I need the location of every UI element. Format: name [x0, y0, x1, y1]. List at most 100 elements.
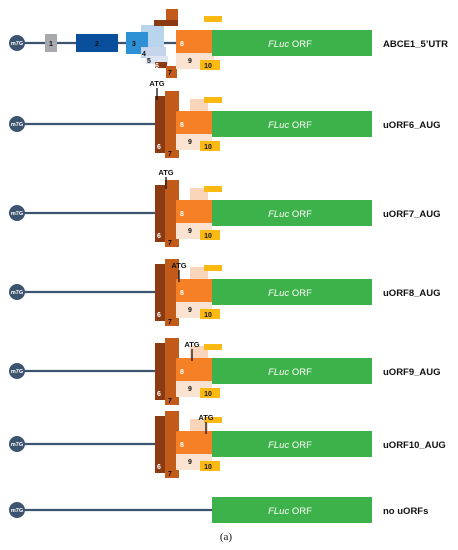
uorf-8-light [190, 346, 208, 358]
construct-name: uORF7_AUG [383, 209, 441, 220]
atg-label: ATG [158, 168, 173, 177]
m7g-cap-label: m7G [11, 290, 23, 296]
uorf-8-box [176, 111, 214, 134]
uorf-7-box [165, 259, 179, 326]
uorf-10-top [204, 97, 222, 103]
uorf-7-top [166, 9, 178, 20]
fluc-orf-italic: FLuc [268, 506, 289, 517]
uorf-8-label: 8 [180, 290, 184, 297]
m7g-cap-label: m7G [11, 211, 23, 217]
uorf-4-label: 4 [142, 51, 146, 58]
uorf-5-label: 5 [147, 58, 151, 65]
uorf-8-box [176, 431, 214, 454]
uorf-10-box [200, 388, 220, 398]
fluc-orf-label: FLuc ORF [268, 288, 312, 299]
m7g-cap-label: m7G [11, 442, 23, 448]
m7g-cap-label: m7G [11, 369, 23, 375]
uorf-8-label: 8 [180, 122, 184, 129]
uorf-5-box [146, 56, 168, 64]
atg-label: ATG [184, 340, 199, 349]
fluc-orf-italic: FLuc [268, 120, 289, 131]
uorf-2-box [76, 34, 118, 52]
uorf-7-box [165, 411, 179, 478]
uorf-6-label: 6 [157, 391, 161, 398]
fluc-orf-label: FLuc ORF [268, 506, 312, 517]
fluc-orf-label: FLuc ORF [268, 440, 312, 451]
m7g-cap-circle [9, 502, 25, 518]
fluc-orf-label: FLuc ORF [268, 39, 312, 50]
fluc-orf-label: FLuc ORF [268, 209, 312, 220]
m7g-cap-circle [9, 436, 25, 452]
uorf-10-top [204, 16, 222, 22]
uorf-8-label: 8 [180, 442, 184, 449]
uorf-1-box [45, 34, 57, 52]
m7g-cap-circle [9, 284, 25, 300]
uorf-9-label: 9 [188, 58, 192, 65]
uorf-9-label: 9 [188, 386, 192, 393]
uorf-10-box [200, 60, 220, 70]
uorf-7-label: 7 [168, 151, 172, 158]
uorf-6-tail [155, 62, 167, 68]
uorf-10-box [200, 461, 220, 471]
fluc-orf-italic: FLuc [268, 440, 289, 451]
fluc-orf-italic: FLuc [268, 39, 289, 50]
uorf-7-label: 7 [168, 398, 172, 405]
uorf-10-box [200, 141, 220, 151]
uorf-10-top [204, 344, 222, 350]
m7g-cap-label: m7G [11, 122, 23, 128]
fluc-orf-suffix: ORF [289, 209, 312, 220]
uorf-10-top [204, 417, 222, 423]
uorf-8-light [190, 419, 208, 431]
uorf-10-label: 10 [204, 63, 212, 70]
fluc-orf-suffix: ORF [289, 506, 312, 517]
fluc-orf-italic: FLuc [268, 288, 289, 299]
uorf-6-label: 6 [157, 312, 161, 319]
fluc-orf-label: FLuc ORF [268, 367, 312, 378]
m7g-cap-circle [9, 363, 25, 379]
uorf-8-box [176, 358, 214, 381]
uorf-8-label: 8 [180, 369, 184, 376]
uorf-8-label: 8 [180, 41, 184, 48]
m7g-cap-label: m7G [11, 508, 23, 514]
fluc-orf-suffix: ORF [289, 440, 312, 451]
uorf-9-label: 9 [188, 459, 192, 466]
uorf-3-label: 3 [132, 41, 136, 48]
construct-name: uORF9_AUG [383, 367, 441, 378]
uorf-7-box [166, 66, 177, 78]
atg-label: ATG [149, 79, 164, 88]
fluc-orf-label: FLuc ORF [268, 120, 312, 131]
uorf-10-top [204, 265, 222, 271]
uorf-10-top [204, 186, 222, 192]
construct-name: ABCE1_5’UTR [383, 39, 448, 50]
atg-label: ATG [198, 413, 213, 422]
uorf-8-box [176, 200, 214, 223]
uorf-7-box [165, 338, 179, 405]
uorf-1-label: 1 [49, 41, 53, 48]
atg-label: ATG [171, 261, 186, 270]
uorf-10-label: 10 [204, 391, 212, 398]
uorf-10-box [200, 309, 220, 319]
fluc-orf-suffix: ORF [289, 367, 312, 378]
construct-name: uORF6_AUG [383, 120, 441, 131]
uorf-8-light [190, 188, 208, 200]
fluc-orf-suffix: ORF [289, 39, 312, 50]
construct-name: uORF10_AUG [383, 440, 446, 451]
uorf-9-label: 9 [188, 139, 192, 146]
construct-row: 67 8 9 10 FLuc ORF m7G ATG uORF9_AUG [9, 338, 441, 405]
uorf-6-box [154, 20, 178, 26]
uorf-7-label: 7 [168, 70, 172, 77]
fluc-orf-box [212, 431, 372, 457]
m7g-cap-label: m7G [11, 41, 23, 47]
uorf-7-box [165, 91, 179, 158]
uorf-6-label: 6 [157, 464, 161, 471]
uorf-6-label: 6 [157, 144, 161, 151]
uorf-9-label: 9 [188, 228, 192, 235]
fluc-orf-box [212, 279, 372, 305]
uorf-7-label: 7 [168, 319, 172, 326]
